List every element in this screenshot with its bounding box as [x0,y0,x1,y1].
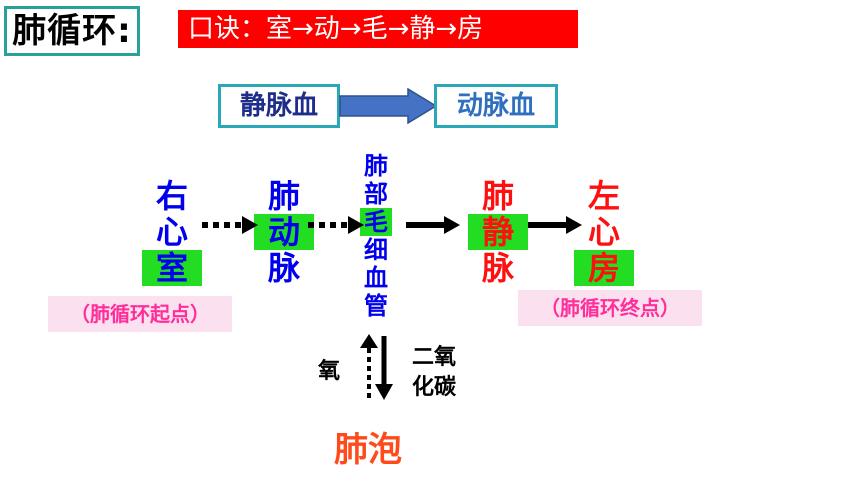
circulation-end-note: （肺循环终点） [518,290,702,326]
alveoli-label: 肺泡 [334,430,402,470]
venous-to-arterial-arrow [339,88,438,124]
co2-label-line-2: 化碳 [412,375,457,400]
right-ventricle-char-1: 右 [155,177,188,215]
pulmonary-vein-char-1: 肺 [481,177,514,215]
capillary-char-1: 肺 [364,152,388,180]
left-atrium-char-2: 心 [587,213,620,251]
arrow-capillaries-to-vein [406,216,460,234]
capillary-char-5: 血 [364,264,388,292]
venous-blood-box: 静脉血 [218,84,340,128]
pulmonary-capillaries-node: 肺 部 毛 细 血 管 [360,152,392,320]
circulation-start-note: （肺循环起点） [48,296,232,332]
right-ventricle-char-2: 心 [155,213,188,251]
pulmonary-artery-char-1: 肺 [267,177,300,215]
capillary-char-4: 细 [364,236,388,264]
capillary-char-2: 部 [364,180,388,208]
pulmonary-vein-node: 肺 静 脉 [468,178,528,286]
pulmonary-artery-char-2: 动 [254,214,314,250]
arterial-blood-box: 动脉血 [434,84,558,128]
right-ventricle-char-3: 室 [142,250,202,286]
page-title: 肺循环: [4,6,140,56]
oxygen-label: 氧 [318,359,341,384]
left-atrium-char-1: 左 [587,177,620,215]
co2-label-line-1: 二氧 [412,345,457,370]
mnemonic-banner: 口诀：室→动→毛→静→房 [178,10,578,48]
pulmonary-vein-char-2: 静 [468,214,528,250]
pulmonary-artery-node: 肺 动 脉 [254,178,314,286]
capillary-char-3: 毛 [360,208,392,236]
gas-exchange-arrows [360,334,393,400]
dotted-arrow-ventricle-to-artery [202,216,258,234]
left-atrium-node: 左 心 房 [574,178,634,286]
right-ventricle-node: 右 心 室 [142,178,202,286]
left-atrium-char-3: 房 [574,250,634,286]
pulmonary-artery-char-3: 脉 [267,249,300,287]
capillary-char-6: 管 [364,292,388,320]
dotted-arrow-artery-to-capillaries [308,216,364,234]
arrow-vein-to-atrium [528,216,582,234]
pulmonary-vein-char-3: 脉 [481,249,514,287]
